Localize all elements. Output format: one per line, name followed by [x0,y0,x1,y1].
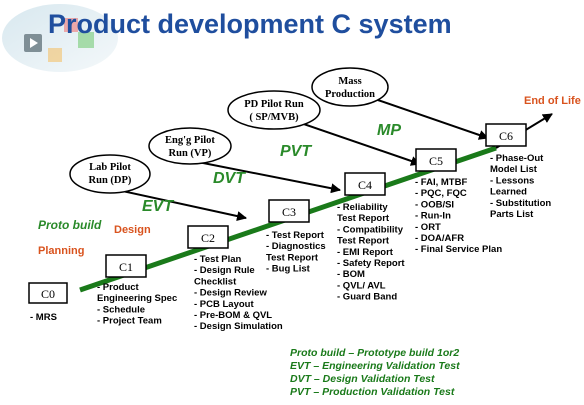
oval-mass-production-line1: Mass [338,76,361,87]
mass-production-diagonal [371,97,489,140]
oval-lab-pilot-line2: Run (DP) [89,175,132,186]
stage-item: - ORT [415,222,441,233]
legend-dvt: DVT – Design Validation Test [290,373,435,385]
stage-item: Parts List [490,209,534,220]
stage-item: - FAI, MTBF [415,177,467,188]
oval-eng-pilot-line1: Eng'g Pilot [165,135,215,146]
stage-item: - Test Plan [194,254,242,265]
oval-eng-pilot-line2: Run (VP) [169,148,212,159]
stage-item: - Substitution [490,198,551,209]
stage-item: - Design Rule [194,265,255,276]
stage-item: - OOB/SI [415,199,454,210]
page-title: Product development C system [48,9,452,39]
stage-item: Test Report [337,213,390,224]
stage-label-c3: C3 [282,205,296,219]
stage-item: Learned [490,187,527,198]
phase-label-mp: MP [377,122,401,139]
stage-items-c3: - Test Report- Diagnostics Test Report- … [266,230,326,275]
stage-item: - BOM [337,269,365,280]
stage-item: - DOA/AFR [415,233,464,244]
stage-box-c4: C4 [344,172,386,196]
stage-items-c4: - Reliability Test Report- Compatibility… [337,202,405,303]
phase-label-planning: Planning [38,245,84,257]
stage-box-c0: C0 [28,282,68,304]
stage-item: Test Report [337,236,390,247]
phase-label-evt: EVT [142,198,174,215]
stage-label-c0: C0 [41,287,55,301]
header-logo [0,0,584,72]
stage-label-c4: C4 [358,178,372,192]
stage-items-c1: - Product Engineering Spec- Schedule- Pr… [97,282,177,327]
stage-item: Test Report [266,252,319,263]
stage-item: - Project Team [97,316,162,327]
oval-pd-pilot-run: PD Pilot Run ( SP/MVB) [227,90,321,130]
stage-item: - PCB Layout [194,299,254,310]
legend-pvt: PVT – Production Validation Test [290,386,455,398]
oval-eng-pilot-run: Eng'g Pilot Run (VP) [148,127,232,165]
stage-item: - Safety Report [337,258,405,269]
stage-box-c3: C3 [268,199,310,223]
stage-item: - Design Simulation [194,321,283,332]
stage-box-c6: C6 [485,123,527,147]
stage-box-c1: C1 [105,254,147,278]
stage-item: - Design Review [194,288,267,299]
oval-mass-production-line2: Production [325,89,375,100]
stage-item: Checklist [194,276,237,287]
stage-item: Model List [490,164,538,175]
stage-item: - Diagnostics [266,241,326,252]
phase-label-end-of-life: End of Life [524,95,581,107]
oval-lab-pilot-line1: Lab Pilot [89,162,131,173]
stage-items-c0: - MRS [30,312,57,323]
phase-label-pvt: PVT [280,143,312,160]
oval-lab-pilot-run: Lab Pilot Run (DP) [69,154,151,194]
stage-item: - Bug List [266,264,311,275]
stage-label-c2: C2 [201,231,215,245]
stage-items-c2: - Test Plan- Design Rule Checklist- Desi… [194,254,283,332]
phase-label-dvt: DVT [213,170,246,187]
stage-item: - MRS [30,312,57,323]
phase-label-design: Design [114,224,151,236]
stage-item: - Product [97,282,140,293]
stage-item: - Phase-Out [490,153,544,164]
stage-item: - Pre-BOM & QVL [194,310,272,321]
oval-pd-pilot-line2: ( SP/MVB) [249,112,299,123]
stage-item: - Final Service Plan [415,244,502,255]
oval-mass-production: Mass Production [311,67,389,107]
stage-item: - Schedule [97,304,145,315]
phase-label-proto-build: Proto build [38,218,102,232]
pd-pilot-diagonal [291,119,421,166]
stage-item: - QVL/ AVL [337,280,386,291]
stage-items-c5: - FAI, MTBF- PQC, FQC- OOB/SI- Run-In- O… [415,177,502,255]
stage-items-c6: - Phase-Out Model List- Lessons Learned-… [490,153,551,220]
stage-item: - Compatibility [337,224,404,235]
legend-evt: EVT – Engineering Validation Test [290,360,460,372]
oval-pd-pilot-line1: PD Pilot Run [244,99,304,110]
stage-item: - Run-In [415,211,451,222]
legend: Proto build – Prototype build 1or2 EVT –… [290,347,460,398]
stage-box-c2: C2 [187,225,229,249]
stage-item: - Reliability [337,202,388,213]
stage-item: - Lessons [490,175,534,186]
stage-item: - Test Report [266,230,325,241]
stage-label-c1: C1 [119,260,133,274]
stage-item: Engineering Spec [97,293,177,304]
eng-pilot-diagonal [197,161,341,194]
stage-label-c5: C5 [429,154,443,168]
stage-item: - Guard Band [337,292,397,303]
stage-label-c6: C6 [499,129,513,143]
stage-box-c5: C5 [415,148,457,172]
stage-item: - EMI Report [337,247,394,258]
stage-item: - PQC, FQC [415,188,467,199]
legend-proto-build: Proto build – Prototype build 1or2 [290,347,459,359]
